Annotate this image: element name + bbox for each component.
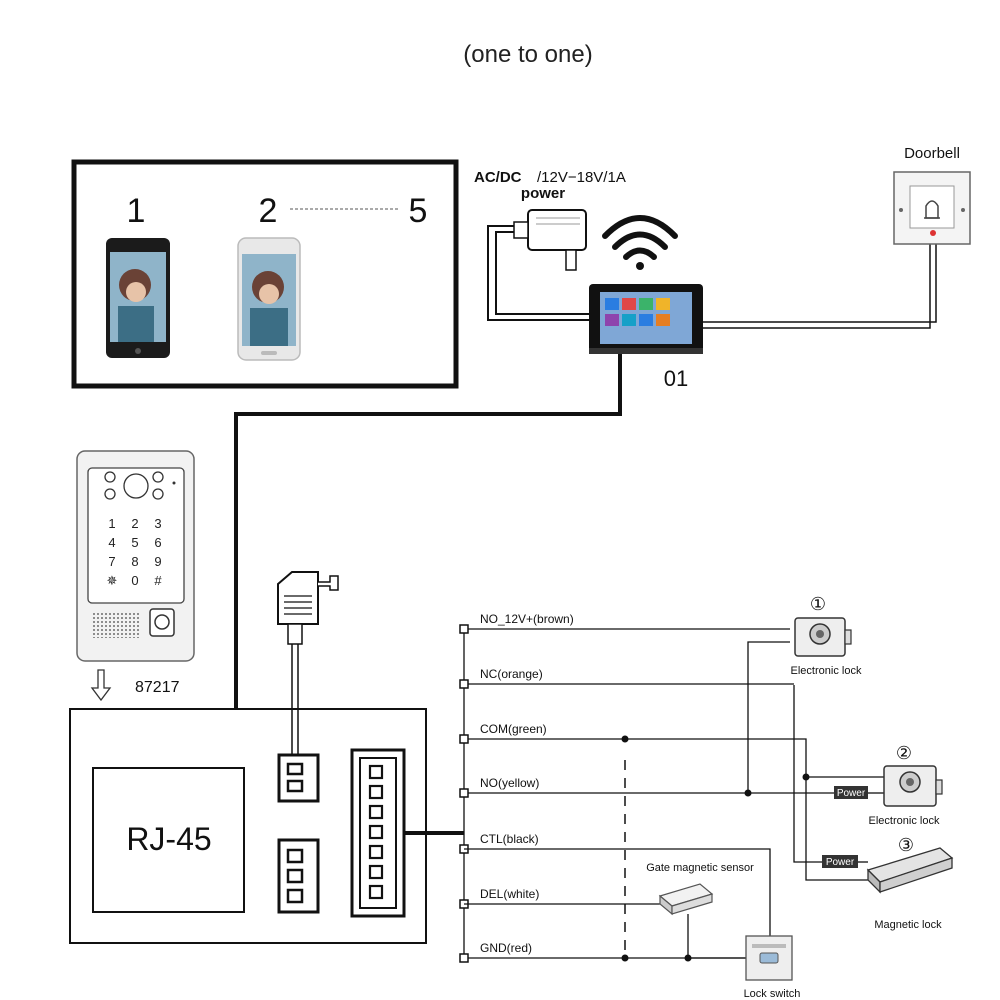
wire-row: NO(yellow) bbox=[459, 776, 748, 798]
lock1-number: ① bbox=[810, 594, 826, 614]
power-spec-acdc: AC/DC bbox=[474, 169, 522, 186]
wire-label: NC(orange) bbox=[480, 667, 543, 681]
outdoor-station-model: 87217 bbox=[135, 679, 180, 696]
keypad-key: 1 bbox=[108, 516, 115, 531]
wire-label: COM(green) bbox=[480, 722, 547, 736]
lock2-number: ② bbox=[896, 743, 912, 763]
wiring-terminal-block bbox=[350, 748, 406, 918]
junction-dot bbox=[621, 954, 629, 962]
lock2-label: Electronic lock bbox=[869, 815, 940, 827]
wifi-icon bbox=[602, 215, 678, 270]
phone-label-second: 2 bbox=[259, 192, 278, 230]
keypad-key: 5 bbox=[131, 535, 138, 550]
power-tag-1: Power bbox=[837, 788, 866, 799]
sensor-label: Gate magnetic sensor bbox=[646, 862, 754, 874]
rj45-port-box bbox=[92, 767, 245, 913]
lock1-label: Electronic lock bbox=[791, 665, 862, 677]
power-spec: AC/DC /12V−18V/1A power bbox=[474, 169, 626, 202]
phone-label-last: 5 bbox=[409, 192, 428, 230]
keypad-key: 8 bbox=[131, 554, 138, 569]
electronic-lock-icon bbox=[794, 617, 852, 657]
dc-cable bbox=[291, 644, 299, 758]
lock-switch-icon bbox=[745, 935, 793, 981]
phones-panel: 1 2 5 bbox=[71, 159, 459, 389]
terminal-pin bbox=[368, 804, 384, 820]
keypad-key: 3 bbox=[154, 516, 161, 531]
terminal-pin bbox=[368, 864, 384, 880]
electronic-lock-icon bbox=[883, 765, 943, 807]
terminal-pin bbox=[368, 764, 384, 780]
wire-row: NO_12V+(brown) bbox=[459, 612, 790, 634]
wire-terminal bbox=[459, 734, 469, 744]
diagram-title: (one to one) bbox=[463, 41, 592, 68]
lock3-label: Magnetic lock bbox=[874, 919, 942, 931]
wire-terminal bbox=[459, 953, 469, 963]
junction-dot bbox=[621, 735, 629, 743]
monitor-id-label: 01 bbox=[664, 366, 688, 391]
junction-dot bbox=[802, 773, 810, 781]
doorbell-button-icon bbox=[893, 171, 971, 245]
dc-plug-icon bbox=[277, 571, 339, 645]
power-tag-box bbox=[822, 855, 858, 868]
power-cable bbox=[487, 225, 590, 321]
keypad-key: 7 bbox=[108, 554, 115, 569]
magnetic-sensor-icon bbox=[658, 883, 714, 916]
wire-terminal bbox=[459, 679, 469, 689]
switch-label: Lock switch bbox=[744, 988, 801, 1000]
keypad-key: 4 bbox=[108, 535, 115, 550]
wire-label: GND(red) bbox=[480, 941, 532, 955]
keypad-key: 9 bbox=[154, 554, 161, 569]
wire-list: NO_12V+(brown) NC(orange) COM(green) NO(yel… bbox=[459, 612, 794, 963]
phone-label-first: 1 bbox=[127, 192, 146, 230]
wire-label: NO_12V+(brown) bbox=[480, 612, 574, 626]
wire-terminal bbox=[459, 624, 469, 634]
power-tag-box bbox=[834, 786, 868, 799]
power-label: power bbox=[521, 185, 565, 202]
wire-row: NC(orange) bbox=[459, 667, 794, 689]
terminal-pin bbox=[368, 824, 384, 840]
doorbell-cable bbox=[703, 244, 937, 329]
junction-dot bbox=[684, 954, 692, 962]
doorbell-label: Doorbell bbox=[904, 145, 960, 162]
power-adapter-icon bbox=[513, 209, 587, 271]
keypad-key: # bbox=[154, 573, 162, 588]
lock3-number: ③ bbox=[898, 835, 914, 855]
keypad-key: 2 bbox=[131, 516, 138, 531]
magnetic-lock-icon bbox=[866, 847, 954, 894]
wire-row: DEL(white) bbox=[459, 887, 539, 909]
terminal-pin bbox=[368, 844, 384, 860]
wire-label: NO(yellow) bbox=[480, 776, 539, 790]
outdoor-keypad: 1 2 3 4 5 6 7 8 9 ✵ 0 # bbox=[107, 516, 163, 588]
wire-row: GND(red) bbox=[459, 941, 748, 963]
power-connector-top bbox=[277, 753, 320, 803]
terminal-pin bbox=[368, 784, 384, 800]
smartphone-white-icon bbox=[237, 237, 301, 361]
rj45-label: RJ-45 bbox=[126, 821, 211, 857]
network-cable bbox=[234, 354, 622, 778]
junction-dot bbox=[744, 789, 752, 797]
wire-label: DEL(white) bbox=[480, 887, 539, 901]
terminal-pin bbox=[368, 884, 384, 900]
power-connector-bottom bbox=[277, 838, 320, 914]
power-tag-2: Power bbox=[826, 857, 855, 868]
wire-row: CTL(black) bbox=[459, 832, 539, 854]
down-arrow-icon bbox=[90, 669, 112, 702]
keypad-key: ✵ bbox=[107, 573, 118, 588]
keypad-key: 0 bbox=[131, 573, 138, 588]
wire-row: COM(green) bbox=[459, 722, 625, 744]
keypad-key: 6 bbox=[154, 535, 161, 550]
wire-terminal bbox=[459, 788, 469, 798]
smartphone-dark-icon bbox=[106, 238, 170, 358]
outdoor-station-icon bbox=[76, 450, 195, 662]
wire-label: CTL(black) bbox=[480, 832, 539, 846]
indoor-monitor-icon bbox=[589, 284, 703, 354]
device-wiring bbox=[464, 641, 884, 959]
power-spec-voltage: /12V−18V/1A bbox=[537, 169, 626, 186]
